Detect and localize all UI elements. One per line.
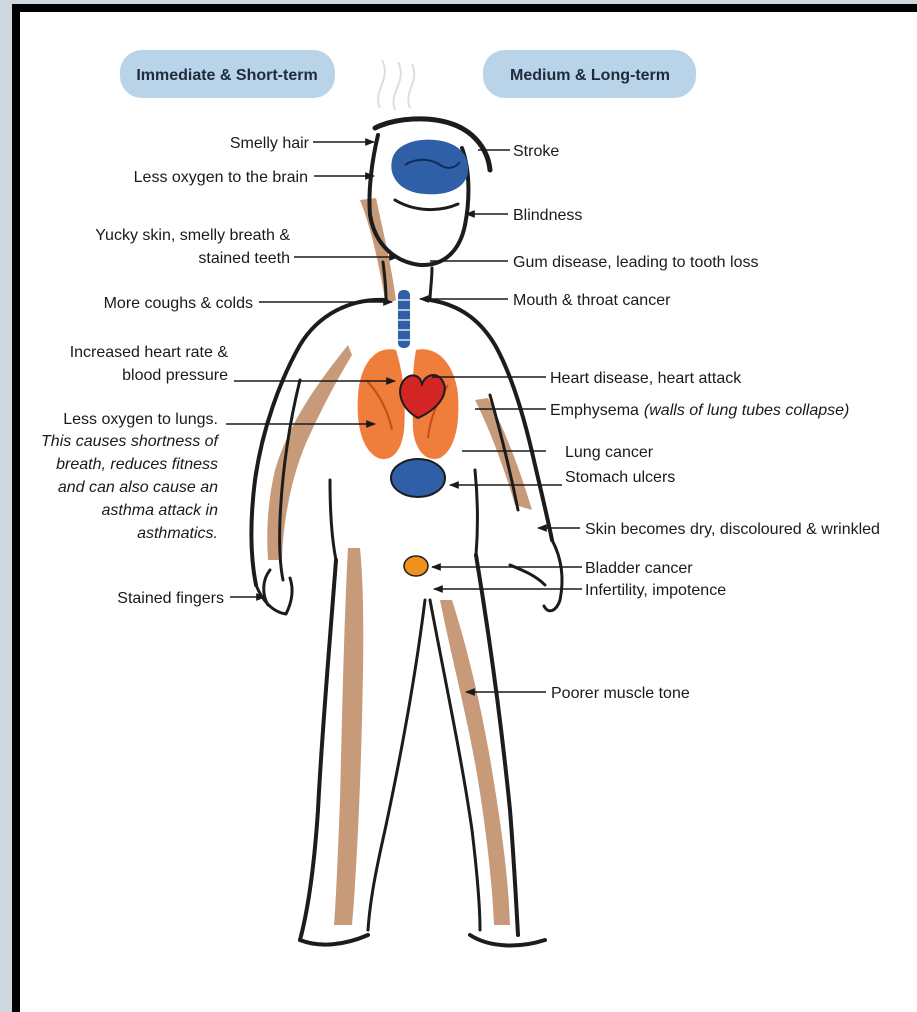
label-lungs-line4: and can also cause an: [58, 479, 218, 496]
label-smelly-hair: Smelly hair: [230, 135, 310, 152]
label-heart-rate-line1: Increased heart rate &: [70, 344, 229, 361]
label-yucky-skin-line1: Yucky skin, smelly breath &: [95, 227, 290, 244]
brain: [391, 140, 468, 195]
label-gum-disease: Gum disease, leading to tooth loss: [513, 254, 758, 271]
label-yucky-skin-line2: stained teeth: [198, 250, 290, 267]
label-coughs-colds: More coughs & colds: [104, 295, 253, 312]
label-emphysema: Emphysema (walls of lung tubes collapse): [550, 402, 849, 419]
right-labels: Stroke Blindness Gum disease, leading to…: [513, 143, 880, 702]
label-blindness: Blindness: [513, 207, 582, 224]
label-lung-cancer: Lung cancer: [565, 444, 654, 461]
label-lungs-line5: asthma attack in: [102, 502, 219, 519]
body-outline: [251, 119, 562, 946]
heading-pill-right: Medium & Long-term: [483, 50, 696, 98]
label-emphysema-note: (walls of lung tubes collapse): [644, 402, 849, 419]
label-less-oxygen-brain: Less oxygen to the brain: [134, 169, 308, 186]
smoke-squiggles: [378, 60, 414, 110]
label-stroke: Stroke: [513, 143, 559, 160]
label-lungs-line3: breath, reduces fitness: [56, 456, 218, 473]
label-heart-disease: Heart disease, heart attack: [550, 370, 742, 387]
heading-right: Medium & Long-term: [510, 67, 670, 84]
heading-pill-left: Immediate & Short-term: [120, 50, 335, 98]
label-stained-fingers: Stained fingers: [117, 590, 224, 607]
label-mouth-cancer: Mouth & throat cancer: [513, 292, 671, 309]
bladder: [404, 556, 428, 576]
label-emphysema-main: Emphysema: [550, 402, 639, 419]
label-lungs-line2: This causes shortness of: [41, 433, 220, 450]
label-skin-dry: Skin becomes dry, discoloured & wrinkled: [585, 521, 880, 538]
label-heart-rate-line2: blood pressure: [122, 367, 228, 384]
trachea: [398, 290, 410, 348]
label-infertility: Infertility, impotence: [585, 582, 726, 599]
stomach: [391, 459, 445, 497]
heading-left: Immediate & Short-term: [136, 67, 317, 84]
label-stomach-ulcers: Stomach ulcers: [565, 469, 675, 486]
label-bladder-cancer: Bladder cancer: [585, 560, 693, 577]
label-lungs-line6: asthmatics.: [137, 525, 218, 542]
label-muscle-tone: Poorer muscle tone: [551, 685, 690, 702]
label-lungs-line1: Less oxygen to lungs.: [63, 411, 218, 428]
